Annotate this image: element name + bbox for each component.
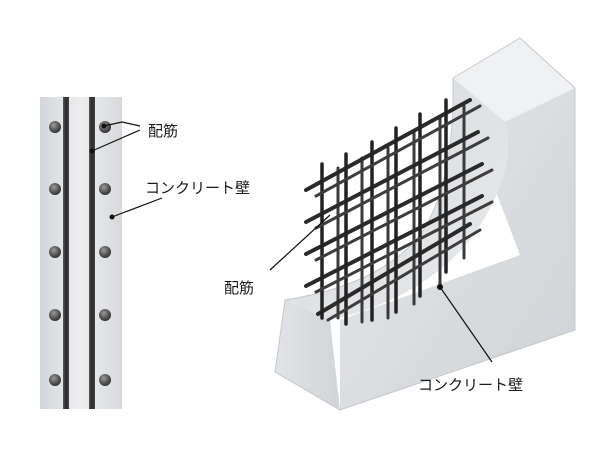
block-top-face	[453, 38, 575, 122]
rebar-leader-line-right	[269, 214, 331, 271]
rebar-cross-section-dot	[49, 121, 61, 133]
rebar-horizontal-bar	[304, 162, 484, 256]
label-concrete-wall-right: コンクリート壁	[418, 376, 523, 394]
leader-end-dot	[437, 284, 443, 290]
rebar-mesh	[304, 98, 494, 326]
block-outline	[274, 37, 576, 411]
rebar-horizontal-bar	[304, 130, 480, 224]
rebar-cross-section-dot	[49, 246, 61, 258]
wall-leader-line-right	[439, 286, 493, 363]
wall-block-3d	[274, 37, 576, 411]
rebar-horizontal-bar	[314, 104, 482, 198]
rebar-leader-line-lower	[91, 129, 141, 152]
rebar-cross-section-dot	[99, 183, 111, 195]
rebar-bar-right	[89, 97, 95, 409]
rebar-leader-line-upper	[103, 121, 141, 127]
rebar-horizontal-bar	[314, 136, 490, 230]
rebar-section-dots	[49, 121, 111, 386]
leader-end-dot	[101, 123, 107, 129]
label-concrete-wall-left: コンクリート壁	[145, 179, 250, 197]
wall-cross-section	[40, 97, 122, 409]
block-cut-face	[285, 78, 509, 320]
rebar-bar-left	[63, 97, 69, 409]
rebar-horizontal-bar	[314, 200, 494, 294]
rebar-horizontal-bar	[326, 228, 482, 322]
label-rebar-right: 配筋	[224, 279, 254, 297]
rebar-cross-section-dot	[99, 374, 111, 386]
block-right-face	[340, 38, 575, 410]
rebar-horizontal-bar	[304, 194, 484, 288]
rebar-cross-section-dot	[99, 309, 111, 321]
wall-leader-line-left	[111, 197, 163, 218]
rebar-cross-section-dot	[49, 374, 61, 386]
rebar-cross-section-dot	[49, 183, 61, 195]
rebar-horizontal-bar	[304, 98, 472, 192]
rebar-cross-section-dot	[49, 309, 61, 321]
rebar-horizontal-bar	[314, 168, 494, 262]
left-leaders	[91, 121, 163, 218]
leader-end-dot	[109, 214, 115, 220]
label-rebar-left: 配筋	[148, 122, 178, 140]
leader-end-dot	[89, 148, 95, 154]
right-leaders	[269, 214, 493, 363]
block-front-face	[275, 300, 340, 410]
rebar-cross-section-dot	[99, 246, 111, 258]
